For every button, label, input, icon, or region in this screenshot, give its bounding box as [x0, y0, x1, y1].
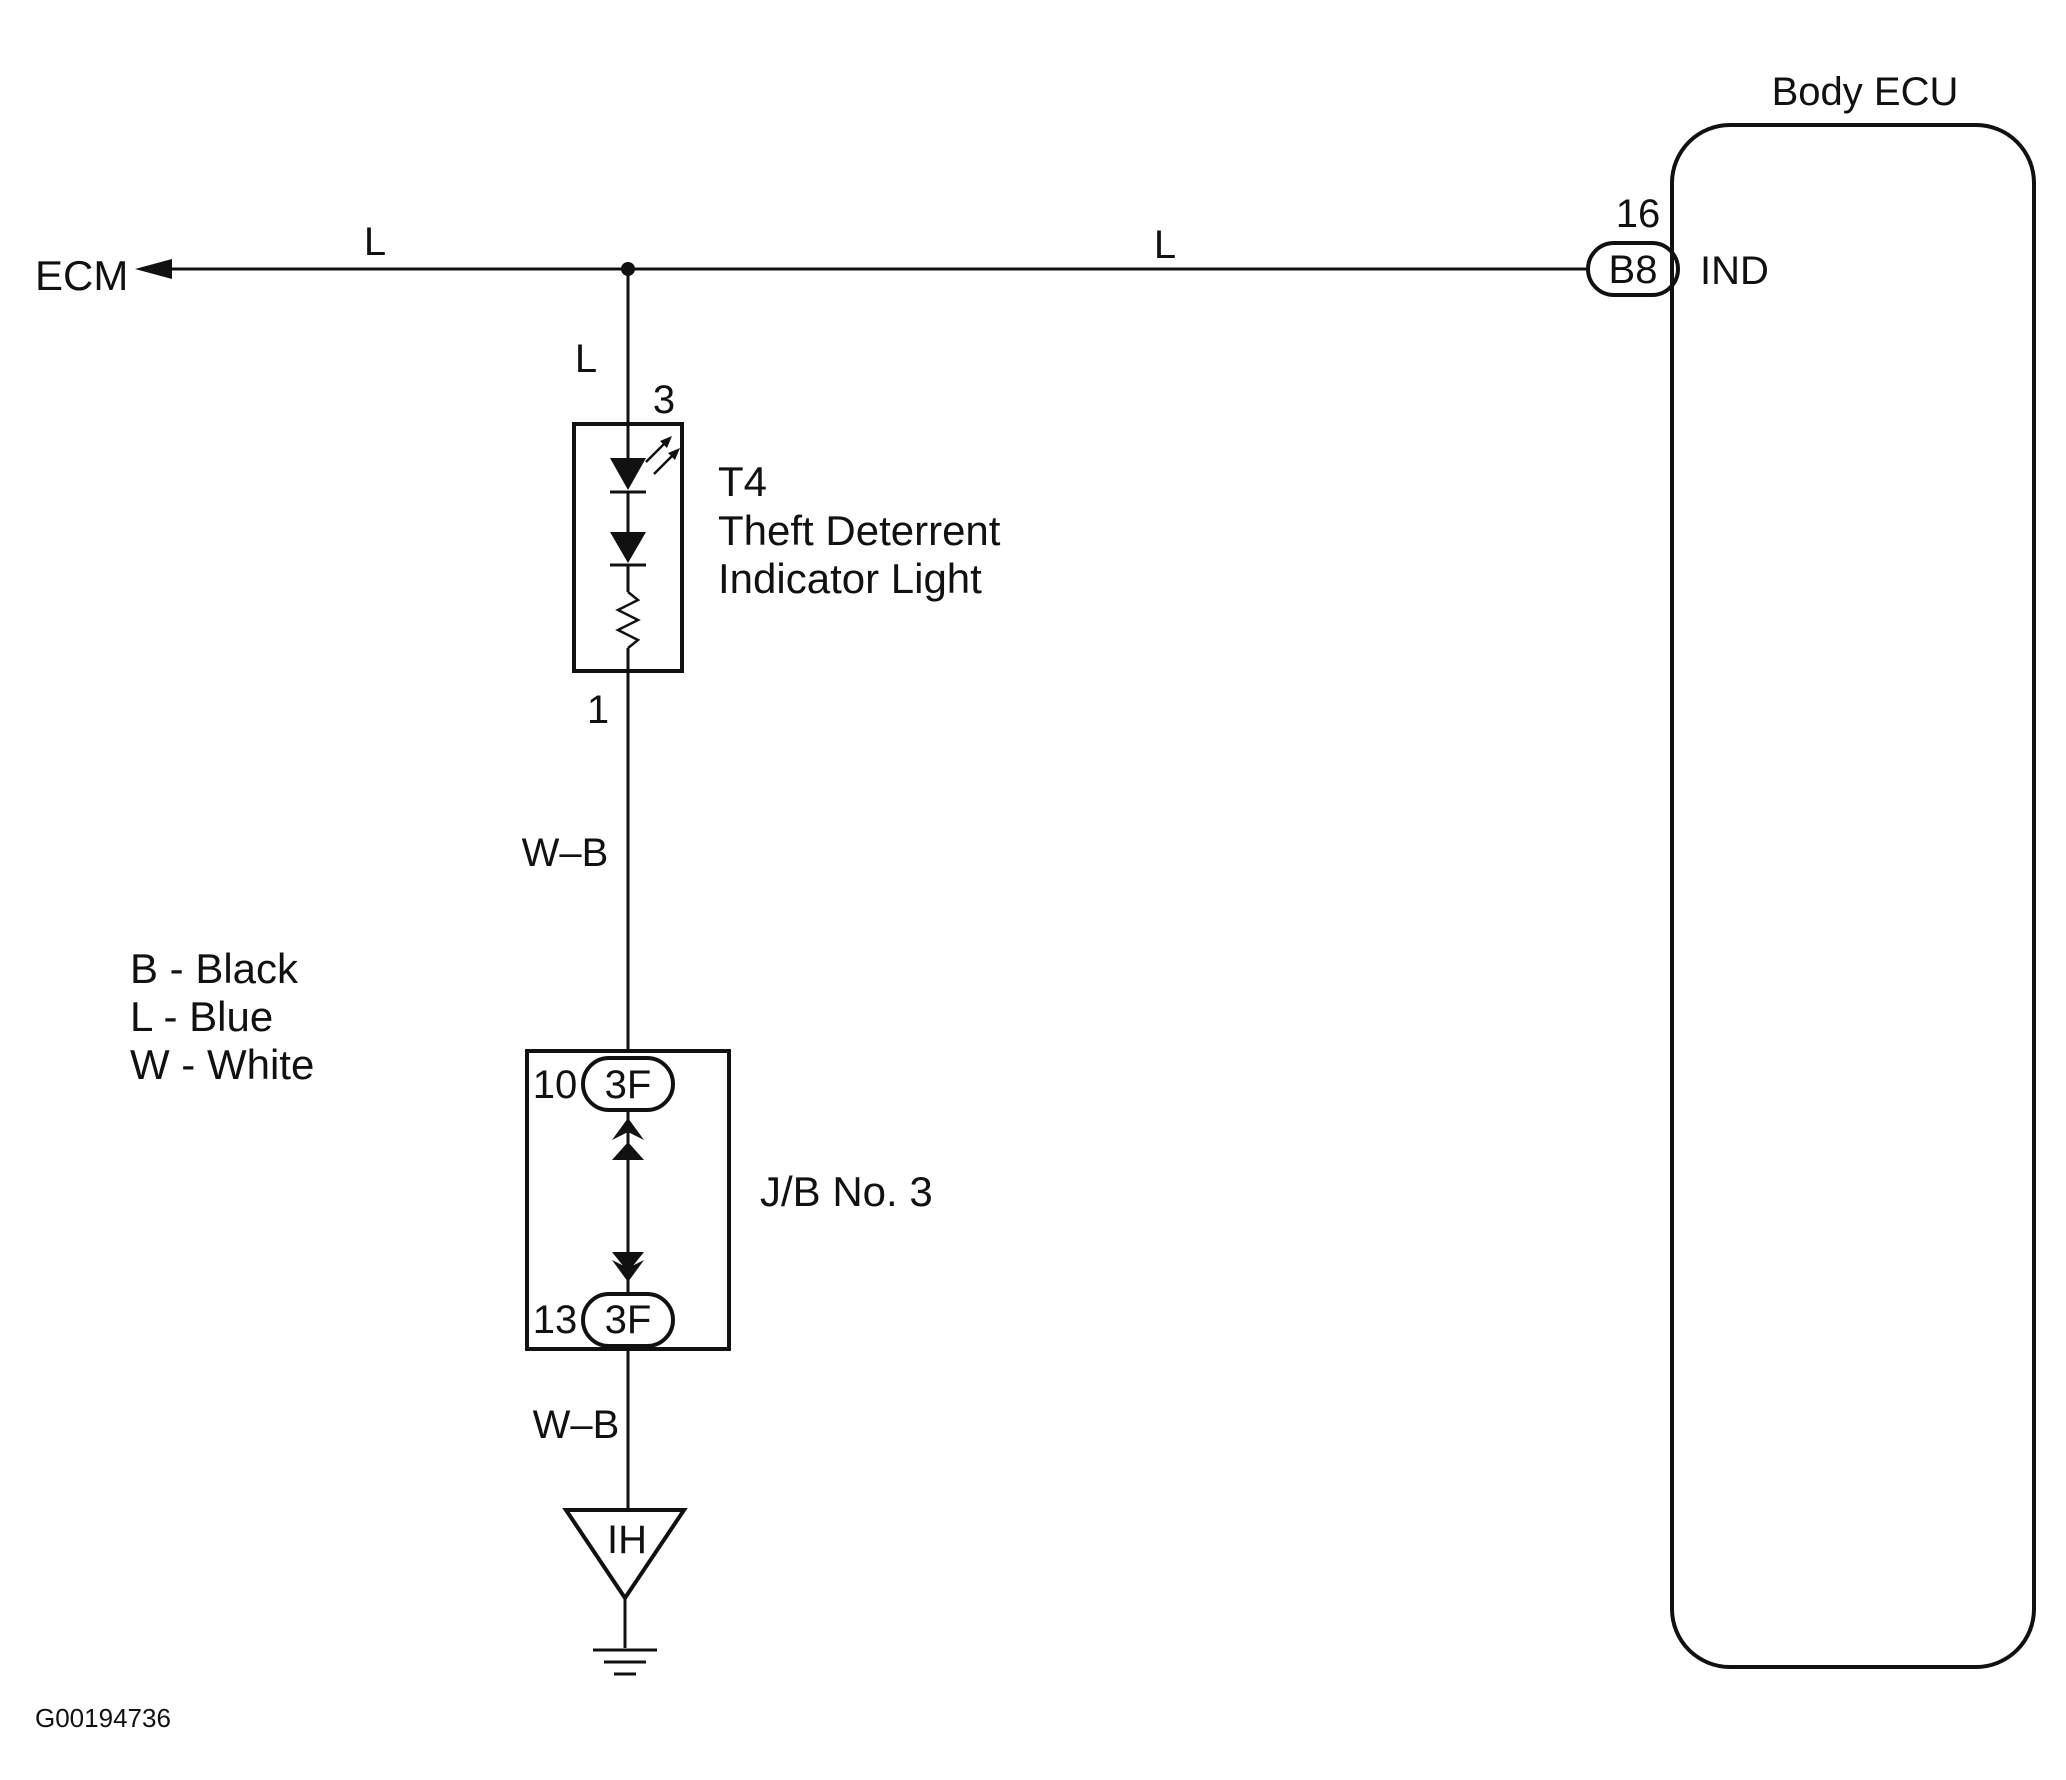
legend-item: B - Black	[130, 945, 299, 992]
led-diode-icon	[610, 458, 646, 490]
ground-symbol-icon	[593, 1648, 657, 1676]
ecm-label: ECM	[35, 252, 128, 299]
jb-bottom-connector-label: 3F	[605, 1298, 652, 1342]
indicator-pin-top: 3	[653, 378, 675, 422]
ecm-arrow-icon	[135, 259, 172, 279]
legend-item: L - Blue	[130, 993, 273, 1040]
body-ecu-title: Body ECU	[1772, 70, 1959, 114]
ecu-pin-number: 16	[1616, 192, 1661, 236]
junction-block-name: J/B No. 3	[760, 1168, 933, 1215]
indicator-name-line2: Indicator Light	[718, 555, 982, 602]
chevron-up-icon	[612, 1118, 644, 1140]
body-ecu-box	[1670, 123, 2036, 1669]
chevron-down-icon	[612, 1252, 644, 1272]
light-emission-icon	[645, 436, 680, 475]
wire-color-jb-ground: W–B	[533, 1403, 620, 1447]
figure-id: G00194736	[35, 1703, 171, 1733]
wire-color-indicator-jb: W–B	[522, 831, 609, 875]
jb-bottom-pin: 13	[533, 1298, 578, 1342]
wire-color-ecm-branch: L	[364, 220, 386, 264]
jb-top-connector-label: 3F	[605, 1063, 652, 1107]
ground-point-icon	[562, 1508, 688, 1602]
indicator-pin-bottom: 1	[587, 688, 609, 732]
legend-item: W - White	[130, 1041, 314, 1088]
wire-color-ecu-branch: L	[1154, 223, 1176, 267]
jb-bottom-connector	[581, 1292, 675, 1348]
jb-top-pin: 10	[533, 1063, 578, 1107]
ecu-terminal-label: IND	[1700, 249, 1769, 293]
resistor-icon	[615, 591, 641, 649]
ground-point-label: IH	[607, 1518, 647, 1562]
ecu-connector-label: B8	[1609, 248, 1658, 292]
led-diode-icon	[610, 532, 646, 563]
indicator-name-line1: Theft Deterrent	[718, 507, 1001, 554]
indicator-code: T4	[718, 458, 767, 505]
wire-color-indicator-feed: L	[575, 337, 597, 381]
